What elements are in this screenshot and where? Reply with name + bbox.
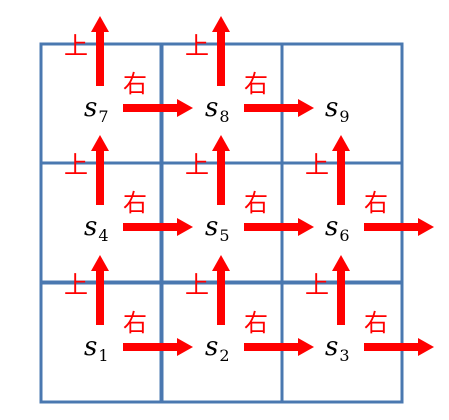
up-arrow-shaft (217, 149, 225, 205)
right-arrow-head (177, 218, 193, 236)
up-label: 上 (64, 271, 88, 299)
up-arrow-shaft (96, 149, 104, 205)
right-arrow-shaft (364, 223, 420, 231)
up-label: 上 (185, 271, 209, 299)
up-arrow-shaft (96, 269, 104, 325)
up-arrow-head (332, 255, 350, 271)
right-arrow: 右 (244, 189, 314, 236)
up-arrow-head (212, 135, 230, 151)
up-arrow-shaft (337, 269, 345, 325)
up-arrow-head (91, 135, 109, 151)
right-label: 右 (244, 189, 268, 217)
up-arrow-head (212, 16, 230, 32)
right-label: 右 (244, 70, 268, 98)
right-arrow-head (418, 338, 434, 356)
up-arrow: 上 (64, 16, 109, 86)
state-label-s1: s1 (84, 332, 109, 365)
right-arrow-shaft (244, 223, 300, 231)
up-arrow-shaft (337, 149, 345, 205)
right-arrow: 右 (244, 70, 314, 117)
right-arrow-shaft (123, 104, 179, 112)
right-arrow: 右 (123, 309, 193, 356)
up-arrow: 上 (64, 255, 109, 325)
state-label-s9: s9 (325, 93, 350, 126)
up-label: 上 (185, 32, 209, 60)
right-arrow: 右 (244, 309, 314, 356)
state-labels: s7 s8 s9 s4 s5 s6 s1 s2 s3 (84, 93, 350, 365)
right-arrow-shaft (364, 343, 420, 351)
state-label-s6: s6 (325, 212, 350, 245)
right-arrow: 右 (123, 189, 193, 236)
right-label: 右 (364, 189, 388, 217)
right-arrow-head (298, 218, 314, 236)
up-arrow-head (91, 16, 109, 32)
right-label: 右 (123, 309, 147, 337)
right-arrow-shaft (244, 104, 300, 112)
up-label: 上 (305, 151, 329, 179)
state-label-s8: s8 (205, 93, 230, 126)
up-arrow-shaft (217, 30, 225, 86)
up-arrow: 上 (185, 255, 230, 325)
right-arrow-shaft (244, 343, 300, 351)
up-label: 上 (185, 151, 209, 179)
state-label-s5: s5 (205, 212, 230, 245)
right-arrow-head (418, 218, 434, 236)
up-arrow: 上 (64, 135, 109, 205)
right-arrow: 右 (123, 70, 193, 117)
up-arrow-head (332, 135, 350, 151)
right-arrow: 右 (364, 189, 434, 236)
right-label: 右 (364, 309, 388, 337)
right-label: 右 (123, 189, 147, 217)
state-label-s4: s4 (84, 212, 109, 245)
right-arrow-shaft (123, 343, 179, 351)
up-arrow-shaft (217, 269, 225, 325)
state-label-s3: s3 (325, 332, 350, 365)
up-arrow: 上 (305, 135, 350, 205)
right-arrow-head (177, 338, 193, 356)
right-arrow-head (177, 99, 193, 117)
right-arrow: 右 (364, 309, 434, 356)
up-label: 上 (64, 151, 88, 179)
right-label: 右 (244, 309, 268, 337)
up-arrow-head (91, 255, 109, 271)
right-arrow-shaft (123, 223, 179, 231)
up-label: 上 (64, 32, 88, 60)
up-arrow: 上 (305, 255, 350, 325)
up-arrow: 上 (185, 135, 230, 205)
state-label-s7: s7 (84, 93, 109, 126)
right-arrow-head (298, 338, 314, 356)
up-arrow-head (212, 255, 230, 271)
up-arrow: 上 (185, 16, 230, 86)
right-label: 右 (123, 70, 147, 98)
right-arrow-head (298, 99, 314, 117)
up-label: 上 (305, 271, 329, 299)
up-arrow-shaft (96, 30, 104, 86)
action-arrows: 上上上上上上上上右右右右右右右右 (64, 16, 434, 356)
state-label-s2: s2 (205, 332, 230, 365)
